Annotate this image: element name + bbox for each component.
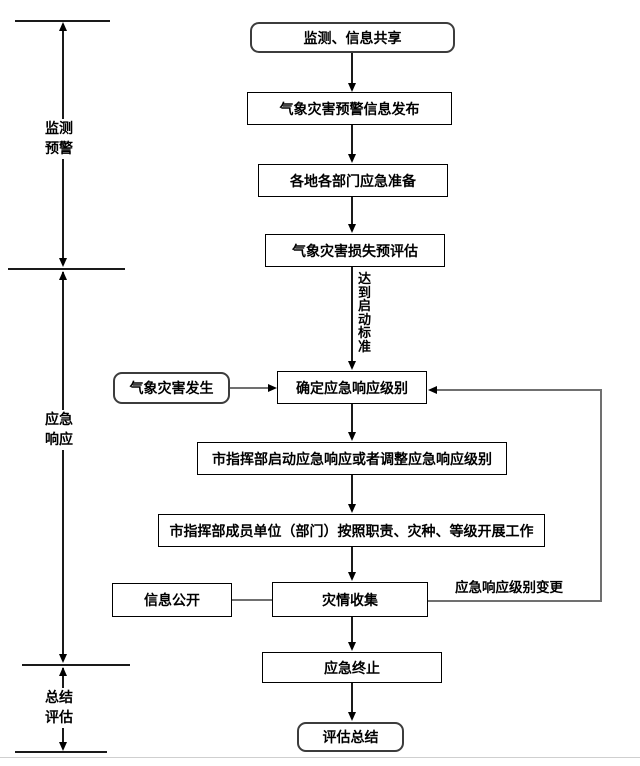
phase-label-monitoring-warning: 监测预警 bbox=[44, 119, 74, 159]
node-hq-start-or-adjust-response: 市指挥部启动应急响应或者调整应急响应级别 bbox=[197, 442, 507, 475]
phase-label-summary-evaluation: 总结评估 bbox=[44, 688, 74, 728]
node-warning-info-release: 气象灾害预警信息发布 bbox=[247, 92, 452, 125]
edge-label-level-change: 应急响应级别变更 bbox=[455, 576, 563, 596]
node-disaster-info-collection: 灾情收集 bbox=[272, 582, 428, 617]
node-monitoring-info-sharing: 监测、信息共享 bbox=[250, 22, 455, 53]
connector-n2-n3 bbox=[351, 125, 353, 155]
arrow-down-icon bbox=[348, 572, 356, 581]
arrow-down-icon bbox=[59, 742, 67, 751]
connector-n6-n7 bbox=[351, 475, 353, 505]
arrow-down-icon bbox=[348, 361, 356, 370]
feedback-line-vertical bbox=[600, 389, 602, 601]
arrow-down-icon bbox=[348, 83, 356, 92]
arrow-down-icon bbox=[59, 654, 67, 663]
connector-n9-n10 bbox=[351, 683, 353, 713]
connector-n4-n5 bbox=[351, 267, 353, 362]
connector-n8-n9 bbox=[351, 617, 353, 643]
node-loss-pre-assessment: 气象灾害损失预评估 bbox=[265, 234, 445, 267]
node-determine-response-level: 确定应急响应级别 bbox=[277, 371, 427, 404]
arrow-down-icon bbox=[348, 712, 356, 721]
arrow-right-icon bbox=[268, 384, 277, 392]
phase-tick-line-bottom bbox=[15, 751, 107, 753]
phase-bracket-response-line bbox=[62, 272, 64, 659]
arrow-left-icon bbox=[428, 386, 437, 394]
phase-tick-line-2 bbox=[8, 268, 125, 270]
feedback-line-top bbox=[437, 389, 602, 391]
arrow-down-icon bbox=[348, 154, 356, 163]
arrow-down-icon bbox=[348, 642, 356, 651]
phase-label-emergency-response: 应急响应 bbox=[44, 410, 74, 450]
node-emergency-termination: 应急终止 bbox=[262, 652, 442, 683]
feedback-line-bottom bbox=[428, 600, 602, 602]
arrow-up-icon bbox=[59, 271, 67, 280]
connector-n1-n2 bbox=[351, 53, 353, 84]
arrow-down-icon bbox=[348, 224, 356, 233]
connector-n7-n8 bbox=[351, 547, 353, 573]
arrow-down-icon bbox=[59, 258, 67, 267]
node-emergency-preparation: 各地各部门应急准备 bbox=[258, 164, 448, 197]
arrow-down-icon bbox=[348, 432, 356, 441]
node-evaluation-summary: 评估总结 bbox=[297, 722, 404, 752]
connector-disaster-n5 bbox=[230, 387, 269, 389]
node-member-units-work: 市指挥部成员单位（部门）按照职责、灾种、等级开展工作 bbox=[158, 514, 545, 547]
connector-n5-n6 bbox=[351, 404, 353, 433]
edge-label-activation-standard: 达到启动标准 bbox=[357, 272, 371, 355]
connector-info-n8 bbox=[232, 599, 272, 601]
phase-tick-line-3 bbox=[22, 664, 130, 666]
node-information-disclosure: 信息公开 bbox=[112, 583, 232, 617]
arrow-down-icon bbox=[348, 504, 356, 513]
arrow-up-icon bbox=[59, 22, 67, 31]
page-edge-line bbox=[0, 757, 640, 758]
connector-n3-n4 bbox=[351, 197, 353, 225]
phase-tick-line-top bbox=[15, 20, 110, 22]
node-disaster-occurs: 气象灾害发生 bbox=[113, 372, 230, 404]
arrow-up-icon bbox=[59, 667, 67, 676]
